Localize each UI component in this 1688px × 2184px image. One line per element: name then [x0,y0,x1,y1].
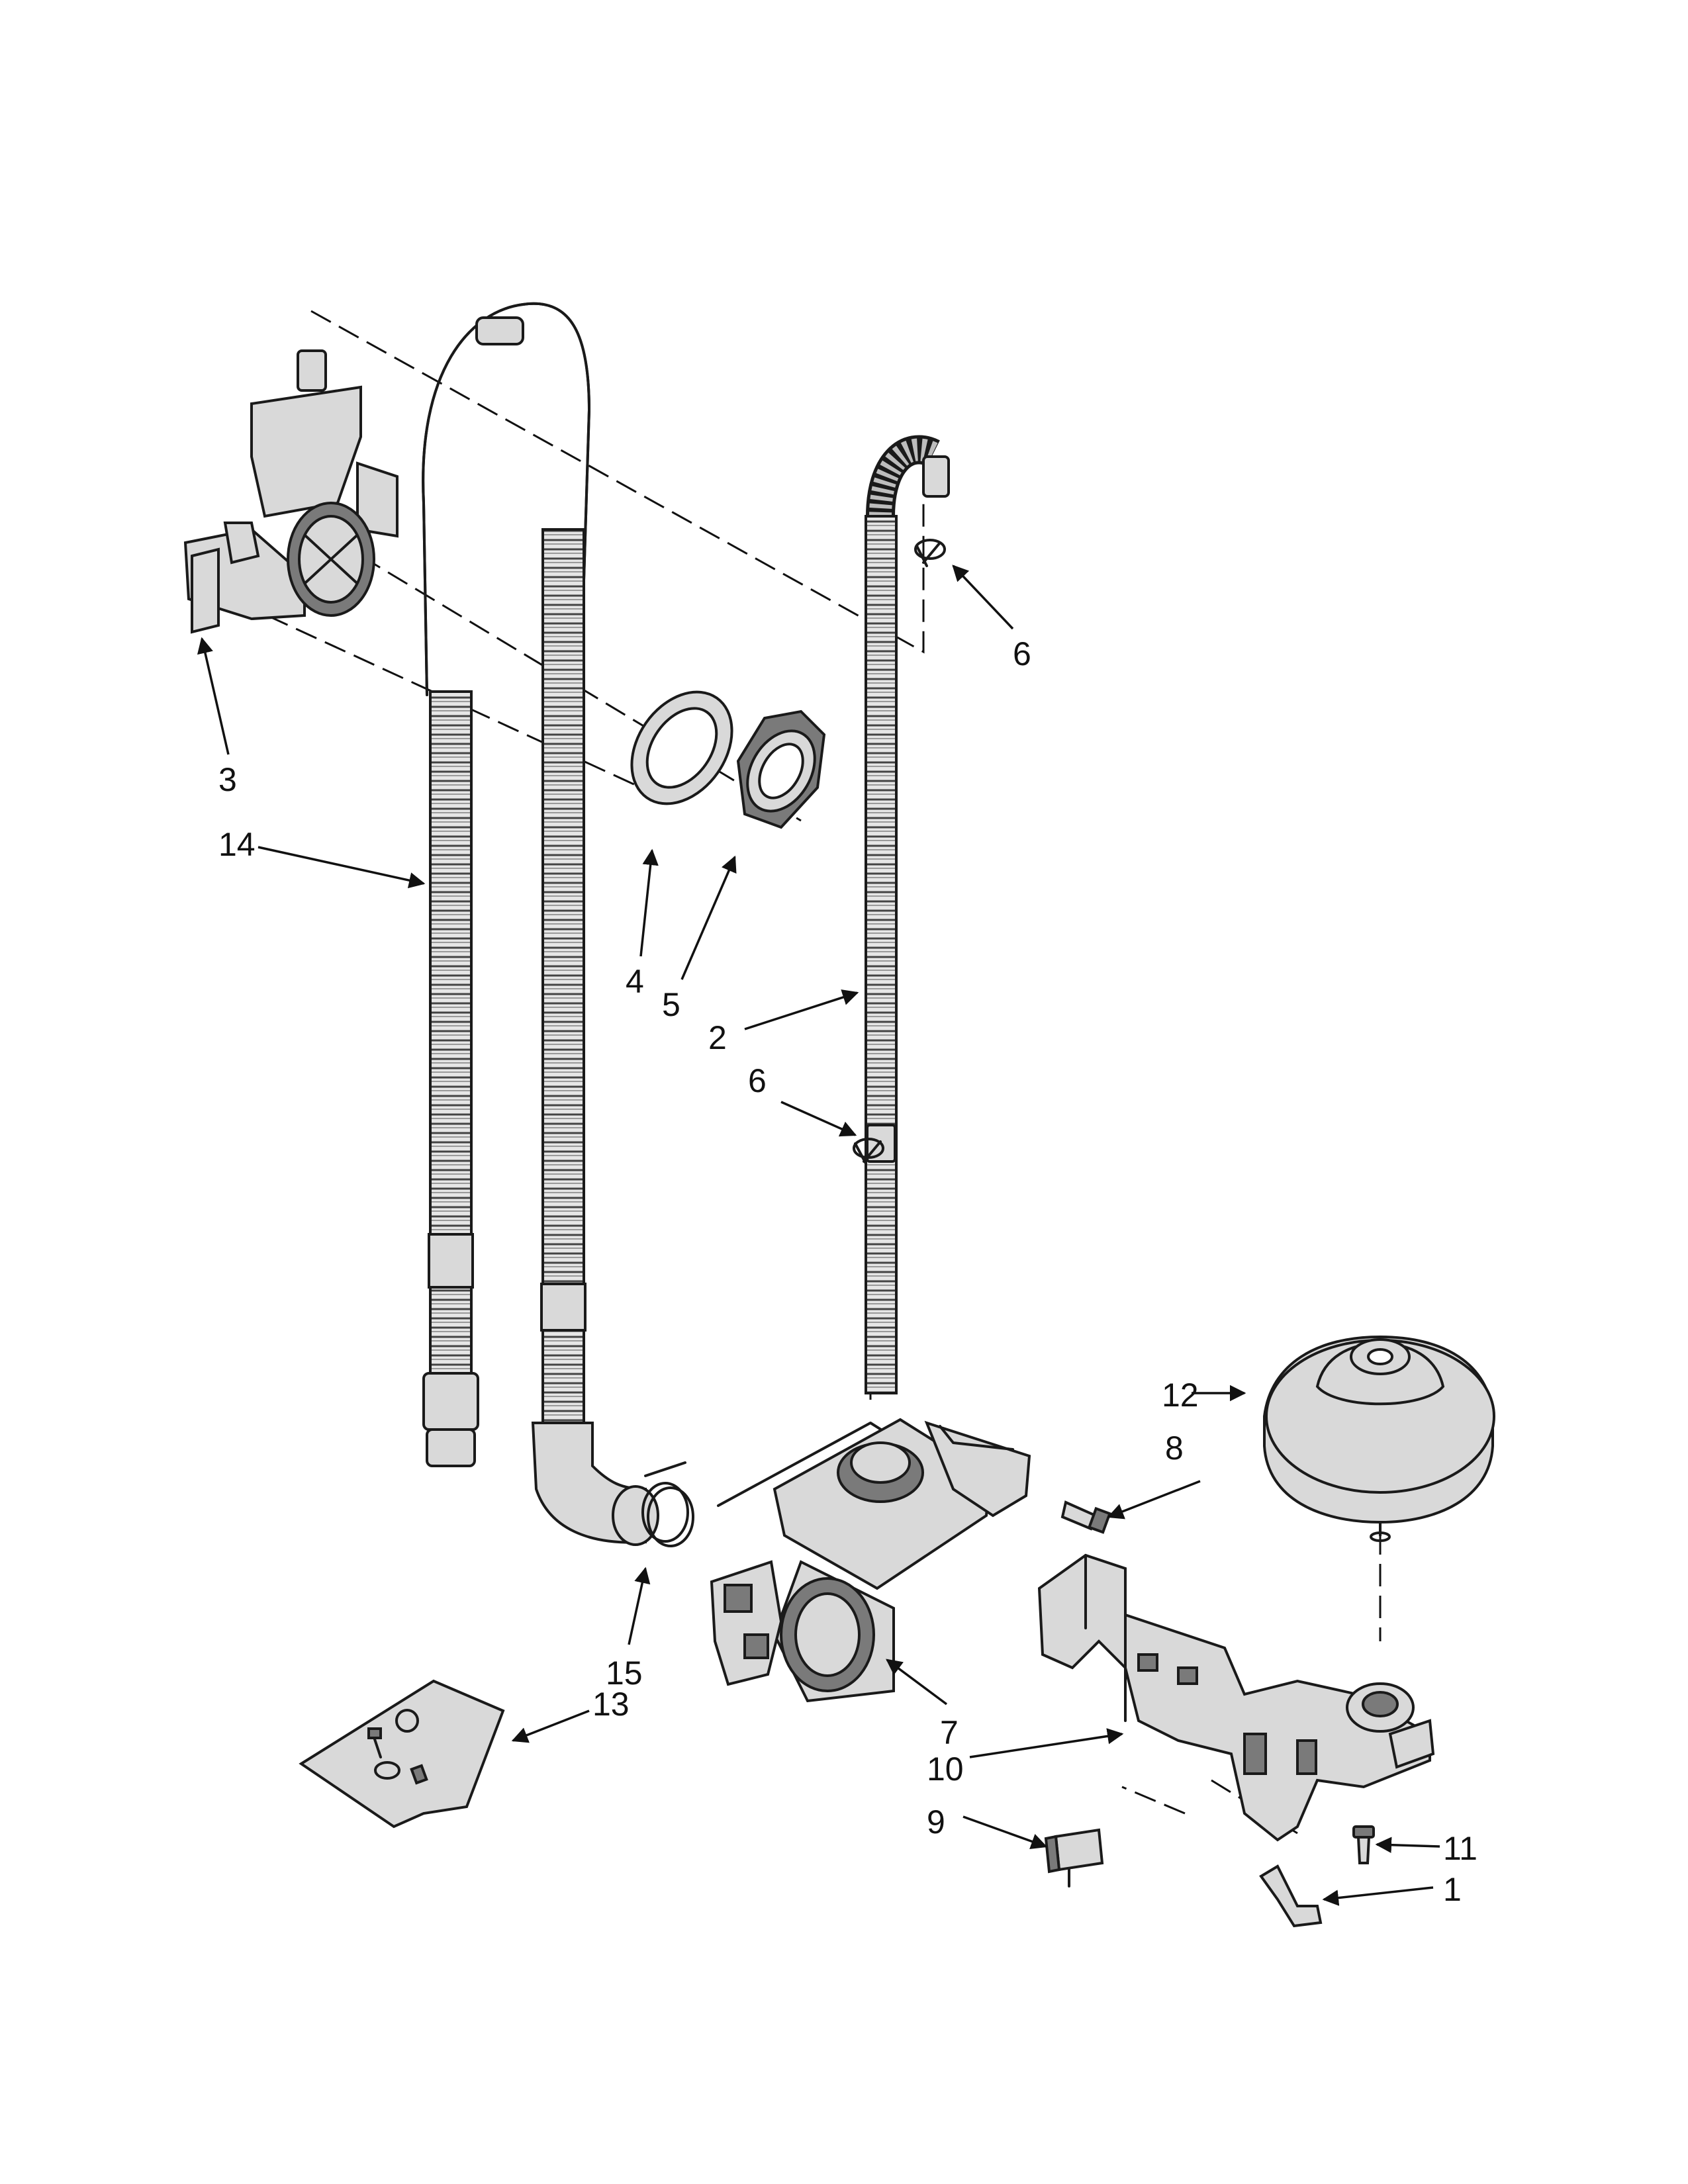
leader-6-mid [780,1101,857,1137]
leader-15 [628,1567,651,1645]
drain-hose-elbow [531,528,659,1546]
inlet-hose-part-2 [865,435,950,1394]
callout-9: 9 [927,1803,945,1841]
leader-7 [886,1659,948,1706]
callout-15: 15 [606,1655,643,1692]
leader-5 [680,855,737,980]
callout-3: 3 [218,761,237,798]
hardware-bag-part-13 [299,1679,505,1829]
screw-part-8 [1060,1500,1111,1534]
leader-arrows [197,565,1440,1906]
leader-1 [1322,1886,1434,1906]
gasket-part-4 [630,690,733,805]
callout-13: 13 [592,1686,630,1723]
bracket-part-10 [1037,1553,1435,1842]
vent-housing-part-3 [183,349,399,634]
callout-7: 7 [940,1714,959,1751]
leader-2 [744,989,859,1030]
pump-assembly-part-7 [710,1418,1031,1703]
clamp-part-6-mid [853,1138,884,1165]
leader-11 [1375,1837,1440,1853]
callout-2: 2 [708,1019,727,1056]
hex-nut-part-5 [736,709,826,829]
leader-6-top [952,565,1014,630]
screw-part-11 [1352,1825,1375,1864]
callout-4: 4 [626,963,644,1000]
callout-6-top: 6 [1013,635,1031,672]
callout-labels: 3 14 4 5 2 6 6 12 8 7 10 9 11 1 15 13 [218,635,1477,1908]
callout-6-mid: 6 [748,1062,767,1099]
callout-1: 1 [1443,1871,1462,1908]
callout-8: 8 [1165,1430,1184,1467]
callout-14: 14 [218,826,256,863]
callout-11: 11 [1443,1830,1477,1867]
leader-8 [1107,1480,1201,1520]
float-cover-part-12 [1263,1335,1495,1542]
leader-3 [197,637,230,755]
leader-4 [639,848,659,957]
leader-10 [969,1728,1124,1758]
leader-13 [511,1709,590,1743]
clamp-part-6-top [914,539,946,567]
leader-9 [962,1815,1048,1850]
leader-14 [258,846,426,889]
drain-hose-part-14 [422,302,590,1467]
switch-part-9 [1044,1828,1104,1888]
hose-clamp-part-15 [641,1461,694,1547]
lever-part-1 [1259,1864,1323,1928]
callout-5: 5 [662,986,680,1023]
callout-10: 10 [927,1751,964,1788]
callout-12: 12 [1162,1377,1199,1414]
